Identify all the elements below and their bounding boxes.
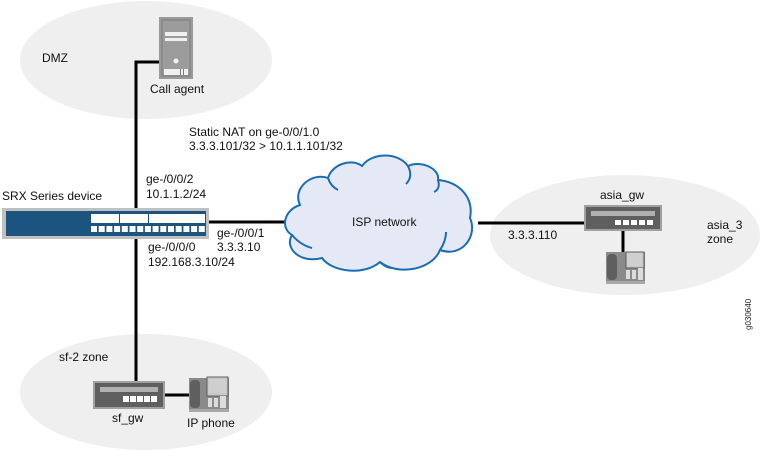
srx-port xyxy=(191,226,198,232)
srx-port xyxy=(168,226,174,232)
asia-gw-label: asia_gw xyxy=(600,188,645,202)
ge-0-0-0-ip-label: 192.168.3.10/24 xyxy=(148,255,235,269)
nat-note-line1: Static NAT on ge-0/0/1.0 xyxy=(189,125,320,139)
ge-0-0-0-interface-label: ge-/0/0/0 xyxy=(148,240,196,254)
srx-port xyxy=(175,226,182,232)
srx-port xyxy=(144,226,151,232)
ip-phone-icon xyxy=(189,376,229,412)
ge-0-0-2-ip-label: 10.1.1.2/24 xyxy=(146,187,207,201)
asia-phone-icon xyxy=(606,251,645,284)
call-agent-label: Call agent xyxy=(150,82,205,96)
srx-port xyxy=(198,226,205,232)
server-icon xyxy=(159,17,193,79)
ip-phone-label: IP phone xyxy=(187,416,235,430)
srx-device-icon xyxy=(2,208,209,239)
srx-port xyxy=(91,226,97,232)
srx-port-row xyxy=(91,226,205,232)
ge-0-0-2-interface-label: ge-/0/0/2 xyxy=(146,172,194,186)
asia3-zone xyxy=(490,175,760,295)
sf-gw-router-icon xyxy=(93,381,165,409)
srx-device-label: SRX Series device xyxy=(2,189,103,203)
srx-port xyxy=(160,226,167,232)
nat-note-line2: 3.3.3.101/32 > 10.1.1.101/32 xyxy=(189,139,343,153)
sf-gw-label: sf_gw xyxy=(112,411,144,425)
srx-port xyxy=(129,226,136,232)
ge-0-0-1-interface-label: ge-/0/0/1 xyxy=(217,226,265,240)
srx-port xyxy=(183,226,190,232)
srx-port xyxy=(98,226,105,232)
asia-gw-router-icon xyxy=(584,205,662,231)
isp-network-label: ISP network xyxy=(352,215,417,229)
srx-port xyxy=(121,226,128,232)
srx-port xyxy=(106,226,113,232)
sf2-zone-label: sf-2 zone xyxy=(59,350,109,364)
isp-cloud-icon xyxy=(284,154,473,272)
asia-link-ip-label: 3.3.3.110 xyxy=(508,228,558,242)
dmz-zone xyxy=(20,1,272,119)
dmz-zone-label: DMZ xyxy=(42,51,68,65)
srx-port xyxy=(137,226,144,232)
asia3-zone-label-line2: zone xyxy=(707,232,734,246)
srx-port xyxy=(152,226,159,232)
srx-port xyxy=(114,226,121,232)
ge-0-0-1-ip-label: 3.3.3.10 xyxy=(217,240,261,254)
asia3-zone-label-line1: asia_3 xyxy=(707,218,743,232)
figure-id-label: g030640 xyxy=(744,298,753,330)
